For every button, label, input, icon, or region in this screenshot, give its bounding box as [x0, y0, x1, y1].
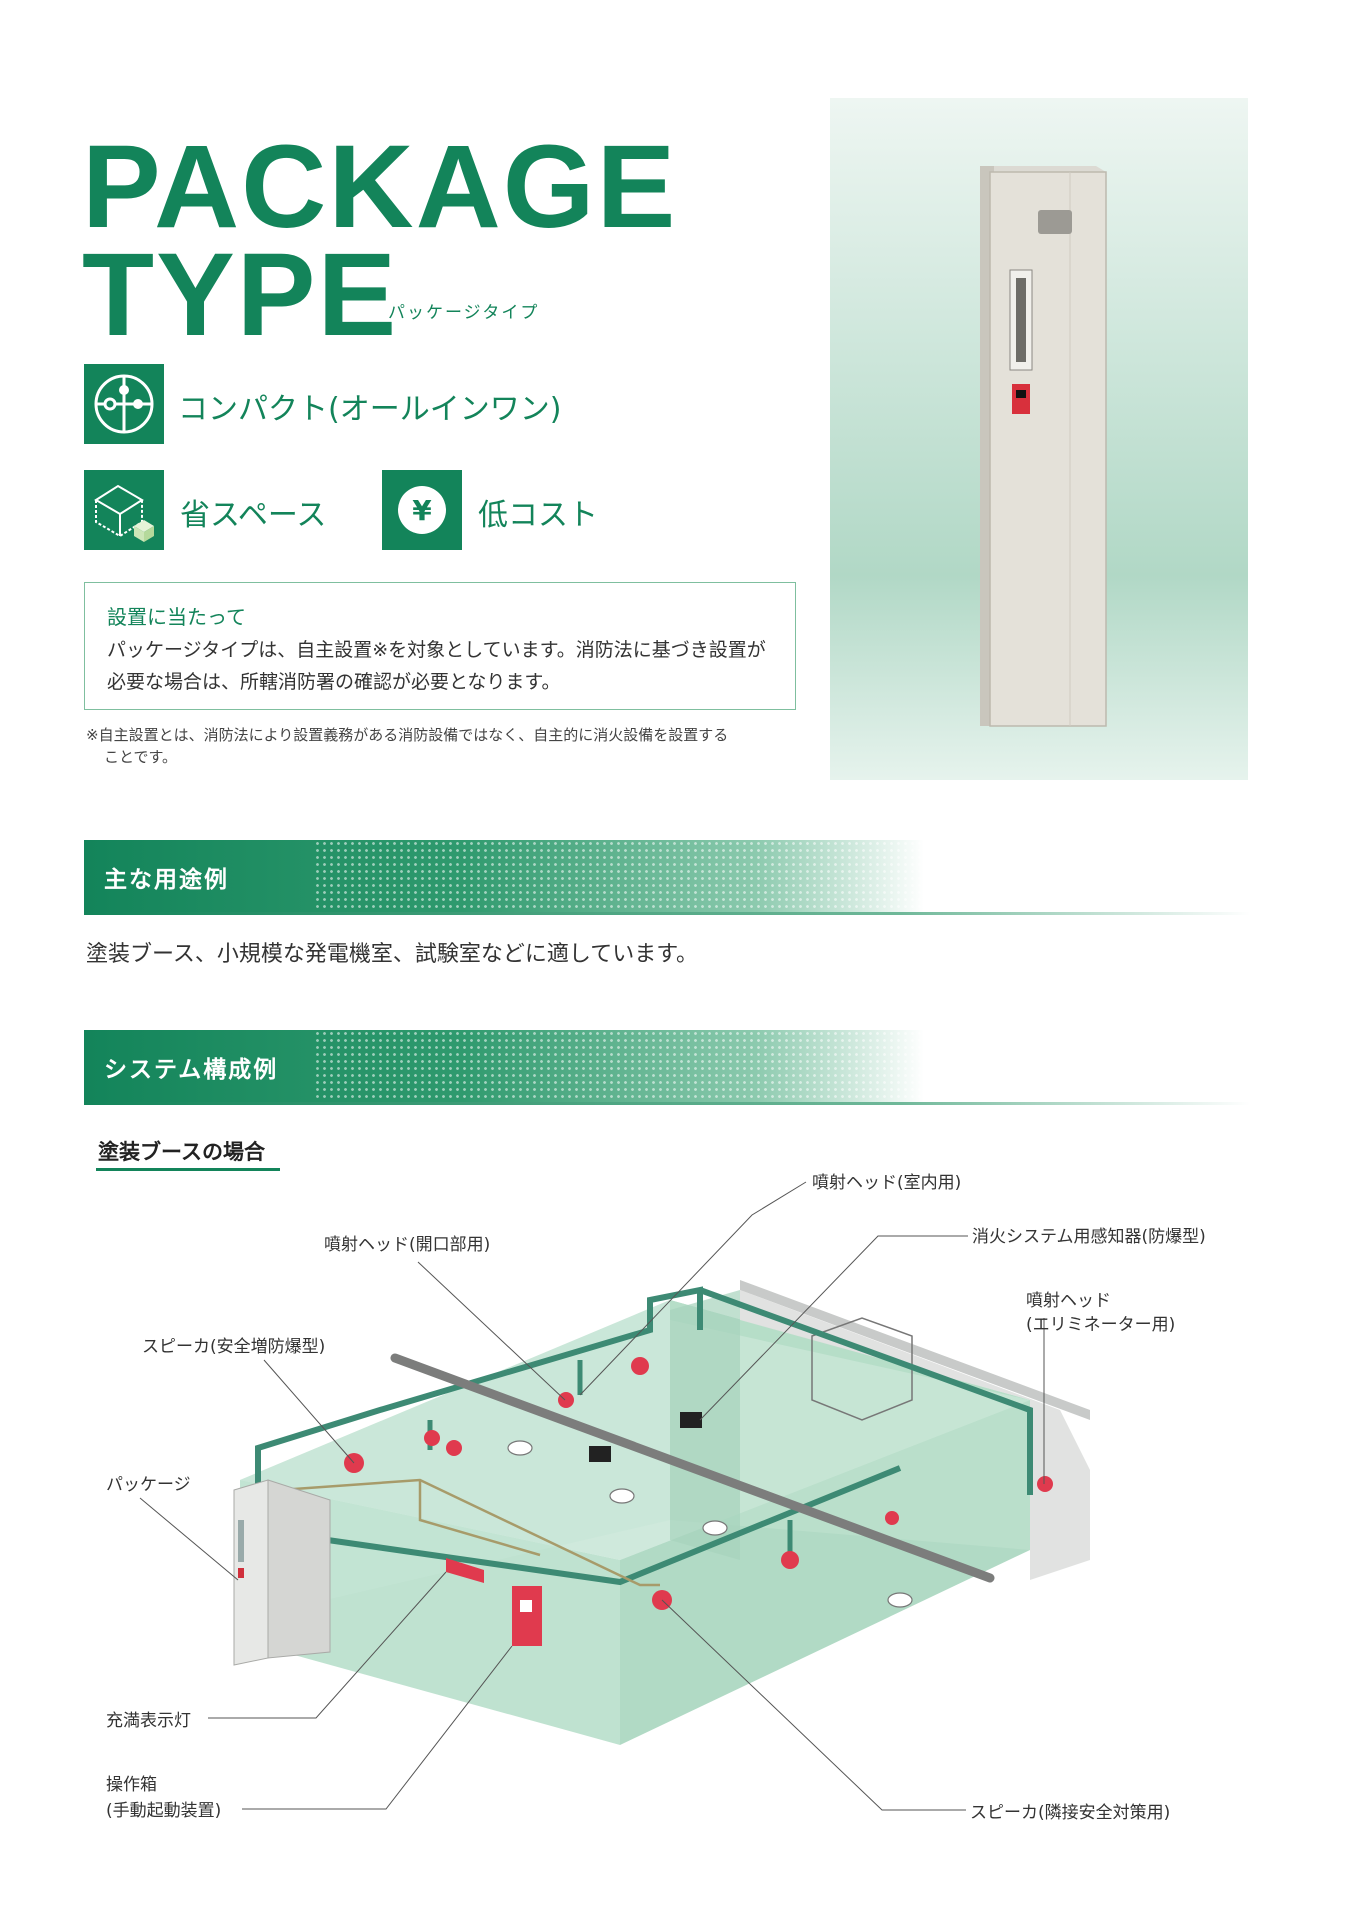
callout-control-box-1: 操作箱	[106, 1775, 157, 1795]
puzzle-icon	[84, 364, 164, 444]
product-photo	[830, 98, 1248, 780]
callout-speaker-adjacent: スピーカ(隣接安全対策用)	[970, 1803, 1171, 1823]
feature-cost-label: 低コスト	[478, 498, 598, 533]
svg-text:¥: ¥	[412, 494, 432, 527]
notice-title: 設置に当たって	[107, 605, 246, 629]
notice-line-1: パッケージタイプは、自主設置※を対象としています。消防法に基づき設置が	[107, 639, 766, 661]
footnote-line-1: ※自主設置とは、消防法により設置義務がある消防設備ではなく、自主的に消火設備を設…	[86, 726, 729, 744]
notice-line-2: 必要な場合は、所轄消防署の確認が必要となります。	[107, 671, 561, 693]
yen-icon: ¥	[382, 470, 462, 550]
title-kana: パッケージタイプ	[388, 303, 540, 323]
title-line-1: PACKAGE	[82, 121, 678, 253]
subheading-underline	[96, 1168, 280, 1171]
system-heading: システム構成例	[104, 1057, 279, 1083]
feature-space-label: 省スペース	[180, 498, 327, 533]
callout-detector: 消火システム用感知器(防爆型)	[972, 1227, 1206, 1247]
title-line-2: TYPE	[82, 229, 399, 361]
callout-package: パッケージ	[106, 1475, 191, 1495]
installation-notice: 設置に当たって パッケージタイプは、自主設置※を対象としています。消防法に基づき…	[84, 582, 796, 710]
callout-nozzle-eliminator-1: 噴射ヘッド	[1026, 1291, 1111, 1311]
callout-nozzle-opening: 噴射ヘッド(開口部用)	[324, 1235, 491, 1255]
system-heading-band: システム構成例	[84, 1030, 1250, 1105]
usage-text: 塗装ブース、小規模な発電機室、試験室などに適しています。	[86, 942, 699, 967]
callout-control-box-2: (手動起動装置)	[106, 1801, 222, 1821]
callout-speaker-ex: スピーカ(安全増防爆型)	[142, 1337, 326, 1357]
callout-nozzle-room: 噴射ヘッド(室内用)	[812, 1173, 962, 1193]
feature-compact-label: コンパクト(オールインワン)	[178, 392, 562, 427]
space-saving-box-icon	[84, 470, 164, 550]
system-subheading: 塗装ブースの場合	[98, 1140, 265, 1164]
usage-heading: 主な用途例	[104, 867, 229, 893]
usage-heading-band: 主な用途例	[84, 840, 1250, 915]
callout-nozzle-eliminator-2: (エリミネーター用)	[1026, 1315, 1176, 1335]
callout-indicator: 充満表示灯	[106, 1711, 191, 1731]
footnote-line-2: ことです。	[104, 748, 178, 766]
